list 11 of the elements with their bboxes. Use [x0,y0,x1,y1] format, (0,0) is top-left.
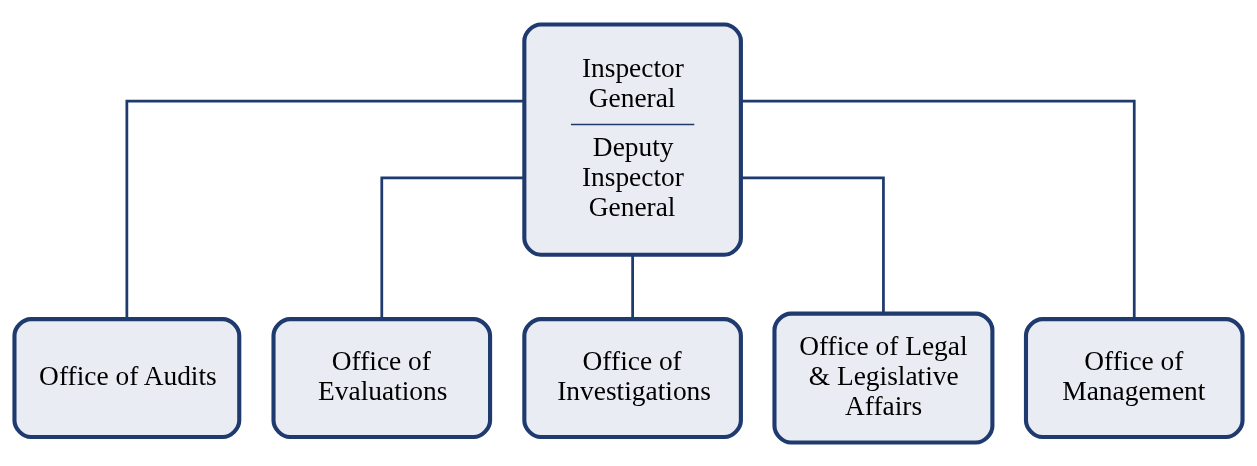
node-box: Office of Audits [12,316,242,439]
node-box: Office of Management [1023,316,1245,439]
connector [741,176,885,313]
node-box: Inspector General Deputy Inspector General [522,21,743,257]
node-box: Office of Investigations [522,316,743,439]
connector [741,99,1136,319]
node-box: Office of Legal & Legislative Affairs [772,311,995,445]
connector [631,254,634,319]
connector [125,99,525,319]
node-box: Office of Evaluations [271,316,493,439]
connector [380,176,525,319]
